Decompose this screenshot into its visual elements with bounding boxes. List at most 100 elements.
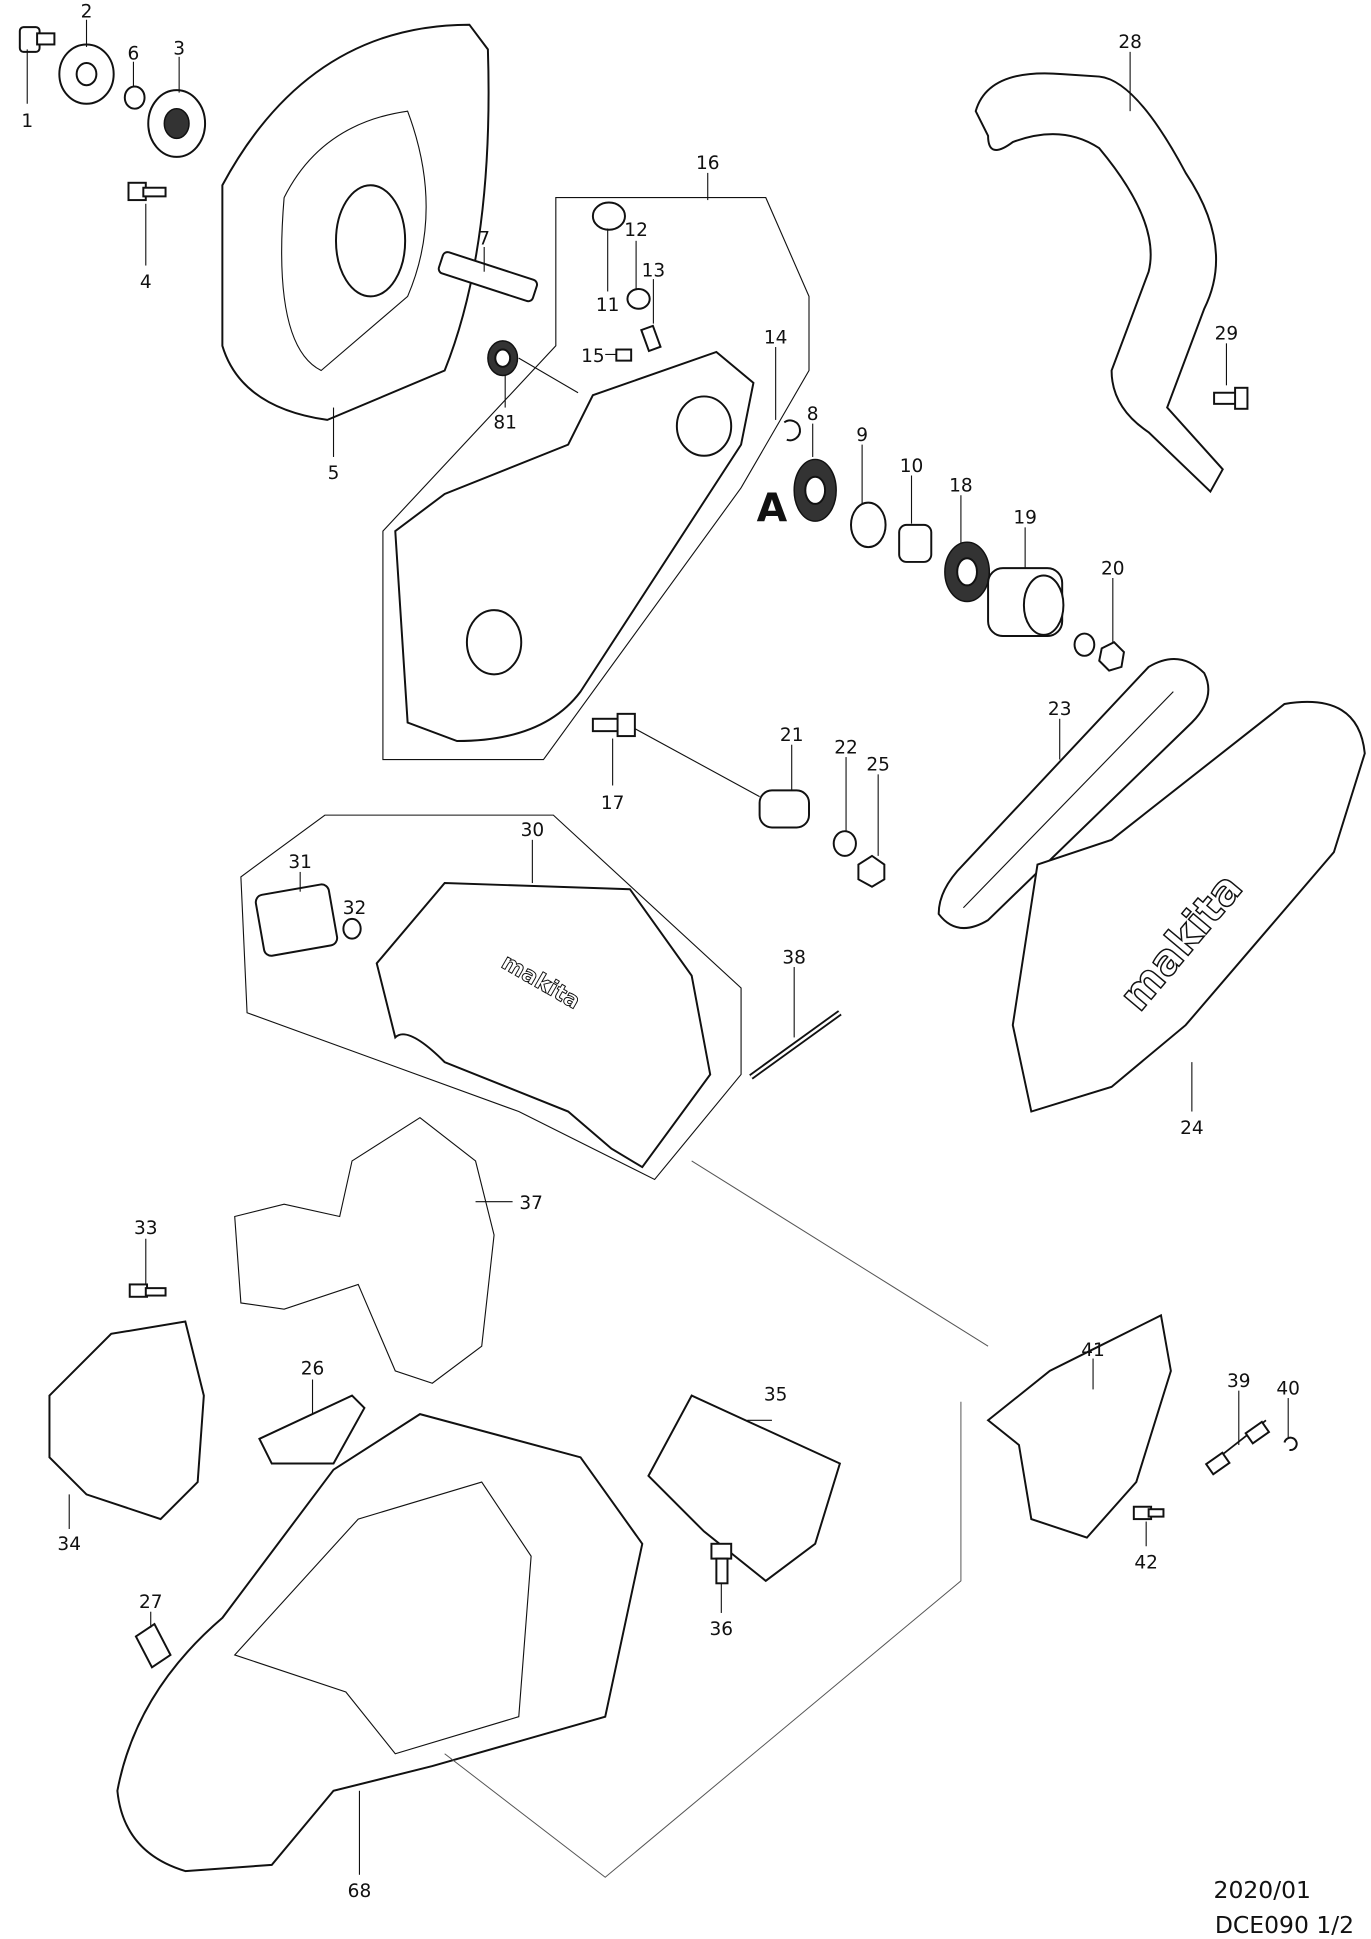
part-number-label-9: 9 [856,425,868,446]
part-number-label-68: 68 [348,1881,372,1902]
part-wheel-guard-5 [221,23,490,421]
part-number-label-1: 1 [21,111,33,132]
part-screw-15 [615,348,633,362]
part-number-label-11: 11 [596,295,620,316]
footer-date: 2020/01 [1214,1876,1311,1904]
part-number-label-29: 29 [1215,324,1239,345]
part-screw-33 [128,1283,167,1298]
part-number-label-28: 28 [1118,32,1142,53]
part-bearing-8 [793,458,837,522]
part-sleeve-10 [898,523,933,563]
part-screw-36 [710,1542,733,1585]
part-number-label-31: 31 [288,852,312,873]
part-washer-22 [832,830,857,857]
part-main-housing-68 [116,1413,644,1873]
part-number-label-18: 18 [949,476,973,497]
part-number-label-35: 35 [764,1385,788,1406]
part-bolt-1 [18,26,56,53]
part-number-label-7: 7 [478,229,490,250]
part-number-label-81: 81 [493,413,517,434]
part-cover-31 [254,883,339,957]
part-belt-cover-24 [1011,700,1366,1113]
part-number-label-14: 14 [764,327,788,348]
part-shaft-7 [437,251,539,303]
assembly-outline-30 [240,814,742,1181]
part-number-label-41: 41 [1081,1340,1105,1361]
assembly-outline-16 [382,197,810,761]
part-number-label-8: 8 [807,404,819,425]
part-top-cover-30 [375,882,712,1169]
part-flange-2 [58,43,115,105]
part-number-label-27: 27 [139,1592,163,1613]
part-number-label-39: 39 [1227,1371,1251,1392]
part-number-label-17: 17 [601,793,625,814]
part-number-label-34: 34 [57,1534,81,1555]
part-number-label-24: 24 [1180,1118,1204,1139]
part-cover-35 [647,1394,842,1583]
part-number-label-33: 33 [134,1218,158,1239]
part-front-handle-28 [974,72,1224,494]
part-number-label-40: 40 [1276,1378,1300,1399]
part-number-label-3: 3 [173,38,185,59]
part-clip-40 [1283,1436,1298,1451]
part-seal-37 [234,1117,495,1384]
part-number-label-5: 5 [328,463,340,484]
part-label-26 [258,1394,366,1465]
part-ring-6 [123,85,146,110]
part-number-label-32: 32 [343,898,367,919]
part-number-label-30: 30 [521,820,545,841]
part-bearing-81 [487,340,519,377]
part-screw-4 [127,181,167,202]
part-number-label-2: 2 [81,1,93,22]
leader-lines [26,19,1289,1875]
part-screw-42 [1132,1505,1165,1521]
part-number-label-23: 23 [1048,699,1072,720]
part-number-label-6: 6 [128,43,140,64]
part-washer-nut-20 [1073,632,1125,672]
part-number-label-12: 12 [624,220,648,241]
part-spring-12 [626,288,651,310]
part-spring-32 [342,917,362,940]
part-number-label-22: 22 [834,737,858,758]
part-screw-17 [591,712,636,738]
part-number-label-25: 25 [866,755,890,776]
leader-line-extra-2 [634,728,760,798]
reference-line-30-41 [691,1160,989,1347]
part-number-label-21: 21 [780,725,804,746]
part-bolt-29 [1213,386,1249,410]
part-drawings: A makita makita [18,23,1366,1878]
part-number-label-16: 16 [696,153,720,174]
part-number-label-10: 10 [900,456,924,477]
part-number-label-20: 20 [1101,558,1125,579]
part-flange-3 [147,89,207,158]
part-number-label-38: 38 [782,947,806,968]
part-circlip-9 [850,501,887,549]
part-number-label-13: 13 [642,261,666,282]
part-number-label-19: 19 [1013,508,1037,529]
part-pin-13 [640,324,662,353]
part-clip-14 [783,419,801,442]
section-marker-a: A [757,485,788,531]
part-housing-34 [48,1320,205,1521]
part-cap-11 [591,201,626,231]
part-number-label-4: 4 [140,272,152,293]
footer-model-page: DCE090 1/2 [1215,1911,1354,1939]
leader-line-extra-1 [518,357,579,394]
part-battery-cover-41 [986,1313,1172,1539]
part-spring-39 [1204,1419,1271,1476]
part-number-label-26: 26 [301,1359,325,1380]
part-number-label-15: 15 [581,346,605,367]
part-bearing-18 [944,541,991,603]
part-gear-case-16 [394,350,755,743]
part-pin-38 [749,1010,842,1080]
reference-line-41-68 [444,1401,962,1878]
part-label-27 [134,1622,172,1669]
part-belt-23 [937,658,1210,929]
part-number-label-36: 36 [710,1619,734,1640]
part-nut-25 [857,854,886,888]
part-number-label-42: 42 [1134,1552,1158,1573]
part-pulley-19 [987,567,1065,638]
part-number-label-37: 37 [519,1193,543,1214]
